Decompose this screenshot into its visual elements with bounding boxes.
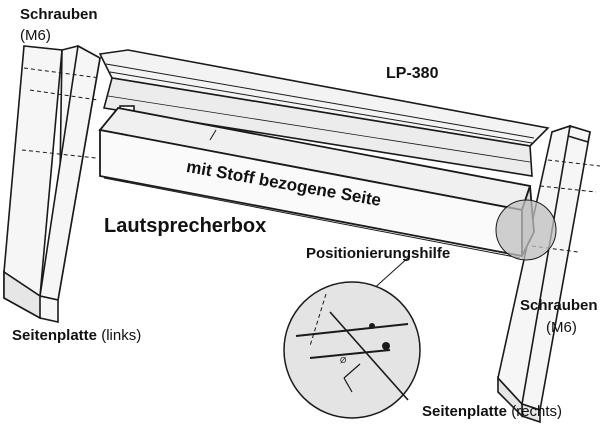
- model-label: LP-380: [386, 65, 439, 82]
- right-side-panel: [497, 124, 591, 424]
- positioning-aid-label: Positionierungshilfe: [306, 245, 451, 262]
- side-panel-left-label: Seitenplatte (links): [12, 328, 141, 343]
- screws-right-spec: (M6): [546, 319, 577, 336]
- side-panel-right-label: Seitenplatte (rechts): [422, 404, 562, 419]
- screws-left-spec: (M6): [20, 27, 51, 44]
- top-rail: [98, 49, 550, 177]
- left-screw-arrows: [21, 67, 101, 159]
- side-panel-left-bold: Seitenplatte: [12, 327, 98, 344]
- speaker-box-label: Lautsprecherbox: [104, 215, 267, 237]
- side-panel-right-bold: Seitenplatte: [422, 403, 508, 420]
- detail-magnifier: [283, 281, 421, 419]
- side-panel-right-rest: (rechts): [507, 403, 563, 420]
- screws-right-title: Schrauben: [520, 297, 598, 314]
- screws-left-title: Schrauben: [20, 6, 98, 23]
- left-side-panel: [3, 44, 101, 323]
- detail-hole-mark: Ø: [340, 356, 346, 365]
- positioning-aid-highlight: [495, 199, 557, 261]
- side-panel-left-rest: (links): [97, 327, 142, 344]
